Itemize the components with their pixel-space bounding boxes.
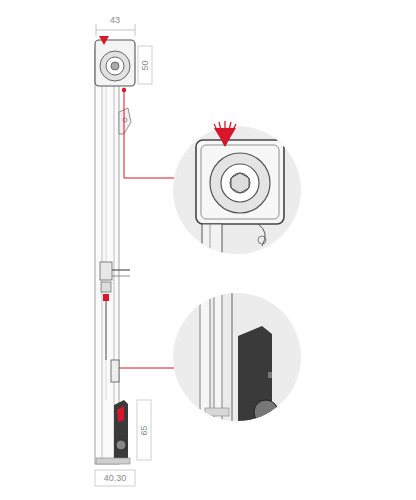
dimension-label: 43 — [109, 15, 121, 26]
dimension-label: 50 — [139, 59, 150, 71]
dimension-label: 65 — [138, 424, 149, 436]
dimension-label: 40.30 — [103, 473, 128, 484]
